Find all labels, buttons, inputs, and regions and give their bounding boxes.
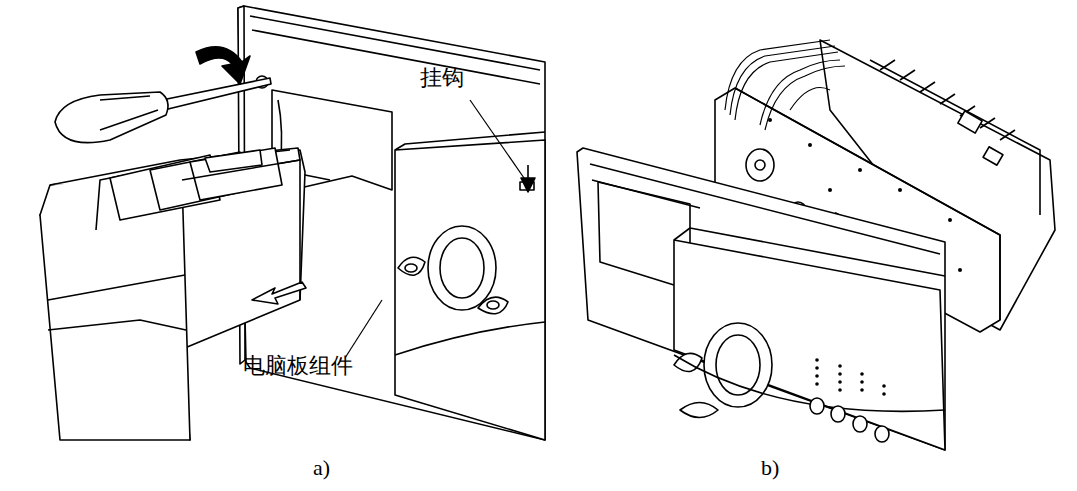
part-label: 挂钩 xyxy=(420,66,464,90)
subfigure-label: a) xyxy=(313,456,330,480)
screwdriver xyxy=(162,78,271,110)
computer-board-cover xyxy=(395,140,545,440)
subfigure-label: b) xyxy=(761,456,779,480)
front-panel xyxy=(577,148,945,450)
part-label: 电脑板组件 xyxy=(243,354,353,378)
